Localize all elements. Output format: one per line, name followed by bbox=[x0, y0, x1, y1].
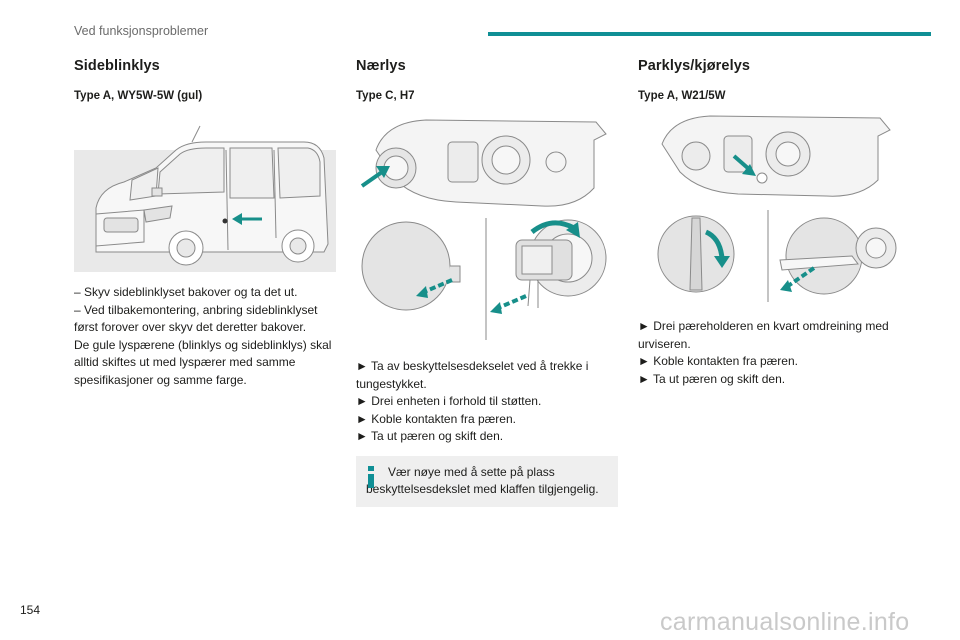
arrow-icon bbox=[490, 294, 527, 314]
header-accent-bar bbox=[488, 32, 931, 36]
watermark: carmanualsonline.info bbox=[660, 608, 910, 636]
section-title: Parklys/kjørelys bbox=[638, 58, 751, 74]
bulb-type: Type A, WY5W-5W (gul) bbox=[74, 90, 203, 102]
column-parking-light: Parklys/kjørelys Type A, W21/5W bbox=[638, 58, 900, 388]
rotate-arrow-icon bbox=[530, 220, 580, 238]
arrow-icon bbox=[732, 154, 756, 176]
instruction-line: De gule lyspærene (blinklys og sideblink… bbox=[74, 337, 332, 387]
instruction-line: – Ved tilbakemontering, anbring sideblin… bbox=[74, 302, 318, 335]
note-text: Vær nøye med å sette på plass beskyttels… bbox=[366, 464, 599, 497]
column-side-indicator: Sideblinklys Type A, WY5W-5W (gul) bbox=[74, 58, 336, 389]
instruction-line: ► Drei enheten i forhold til støtten. bbox=[356, 394, 542, 408]
info-note: Vær nøye med å sette på plass beskyttels… bbox=[356, 455, 618, 507]
info-icon bbox=[368, 465, 374, 488]
bulb-type: Type A, W21/5W bbox=[638, 90, 726, 102]
bulb-type: Type C, H7 bbox=[356, 90, 415, 102]
page-number: 154 bbox=[20, 603, 41, 617]
instruction-line: ► Ta ut pæren og skift den. bbox=[356, 429, 504, 443]
instruction-line: ► Koble kontakten fra pæren. bbox=[356, 411, 516, 426]
instruction-line: ► Koble kontakten fra pæren. bbox=[638, 354, 798, 368]
column-low-beam: Nærlys Type C, H7 bbox=[356, 58, 618, 507]
section-title: Sideblinklys bbox=[74, 58, 160, 74]
headlamp-h7-illustration bbox=[360, 119, 607, 340]
section-header: Ved funksjonsproblemer bbox=[74, 24, 209, 38]
van-illustration bbox=[74, 125, 336, 272]
instruction-line: ► Ta ut pæren og skift den. bbox=[638, 371, 786, 386]
arrow-icon bbox=[780, 266, 816, 292]
arrow-icon bbox=[416, 278, 453, 298]
headlamp-w21-illustration bbox=[657, 115, 897, 302]
instruction-line: – Skyv sideblinklyset bakover og ta det … bbox=[74, 285, 298, 299]
section-title: Nærlys bbox=[356, 58, 406, 74]
instruction-line: ► Drei pæreholderen en kvart omdreining … bbox=[638, 319, 889, 351]
instruction-line: ► Ta av beskyttelsesdekselet ved å trekk… bbox=[356, 359, 589, 391]
arrow-icon bbox=[232, 213, 262, 225]
rotate-arrow-icon bbox=[704, 229, 730, 268]
arrow-icon bbox=[360, 166, 390, 188]
